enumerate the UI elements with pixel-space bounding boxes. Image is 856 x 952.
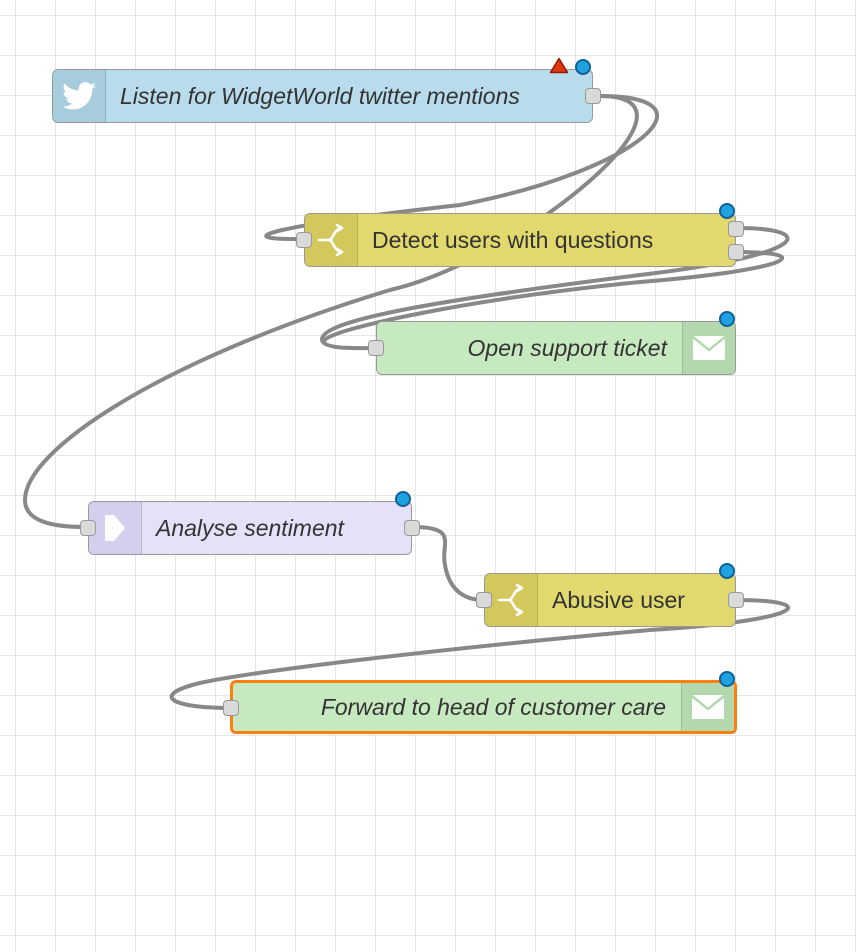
node-label: Abusive user <box>552 586 685 613</box>
node-forward-head[interactable]: Forward to head of customer care <box>223 680 737 734</box>
status-dot <box>719 311 735 327</box>
output-port[interactable] <box>585 88 601 104</box>
envelope-icon-box <box>682 322 735 374</box>
status-dot <box>395 491 411 507</box>
arrow-right-icon <box>105 515 125 541</box>
switch-icon <box>317 223 344 257</box>
status-dot <box>719 203 735 219</box>
node-detect-questions[interactable]: Detect users with questions <box>296 213 744 267</box>
warning-triangle-icon <box>549 57 569 74</box>
node-abusive-user[interactable]: Abusive user <box>476 573 744 627</box>
sentiment-icon-box <box>89 502 142 554</box>
status-dot <box>575 59 591 75</box>
input-port[interactable] <box>80 520 96 536</box>
envelope-icon-box <box>681 683 734 731</box>
node-label: Open support ticket <box>467 334 667 361</box>
wire-sentiment-to-abusive[interactable] <box>411 525 485 602</box>
node-twitter-in[interactable]: Listen for WidgetWorld twitter mentions <box>52 69 601 123</box>
twitter-bird-icon <box>62 82 96 110</box>
envelope-icon <box>692 336 726 360</box>
output-port[interactable] <box>728 592 744 608</box>
node-label: Detect users with questions <box>372 226 654 253</box>
input-port[interactable] <box>296 232 312 248</box>
envelope-icon <box>691 695 725 719</box>
twitter-icon-box <box>53 70 106 122</box>
node-label: Forward to head of customer care <box>320 693 666 720</box>
wire-twitter-to-sentiment[interactable] <box>22 94 639 529</box>
input-port[interactable] <box>368 340 384 356</box>
node-label: Listen for WidgetWorld twitter mentions <box>120 82 520 109</box>
switch-icon-box <box>485 574 538 626</box>
wire-twitter-to-detect[interactable] <box>264 94 660 242</box>
input-port[interactable] <box>223 700 239 716</box>
output-port[interactable] <box>404 520 420 536</box>
wire-detect-to-ticket-1[interactable] <box>320 226 790 351</box>
input-port[interactable] <box>476 592 492 608</box>
node-analyse-sentiment[interactable]: Analyse sentiment <box>80 501 420 555</box>
node-open-ticket[interactable]: Open support ticket <box>368 321 736 375</box>
switch-icon-box <box>305 214 358 266</box>
output-port-2[interactable] <box>728 244 744 260</box>
wire-abusive-to-forward[interactable] <box>169 598 791 710</box>
output-port-1[interactable] <box>728 221 744 237</box>
status-dot <box>719 671 735 687</box>
wire-detect-to-ticket-2[interactable] <box>323 250 785 342</box>
status-dot <box>719 563 735 579</box>
node-label: Analyse sentiment <box>156 514 344 541</box>
switch-icon <box>497 583 524 617</box>
